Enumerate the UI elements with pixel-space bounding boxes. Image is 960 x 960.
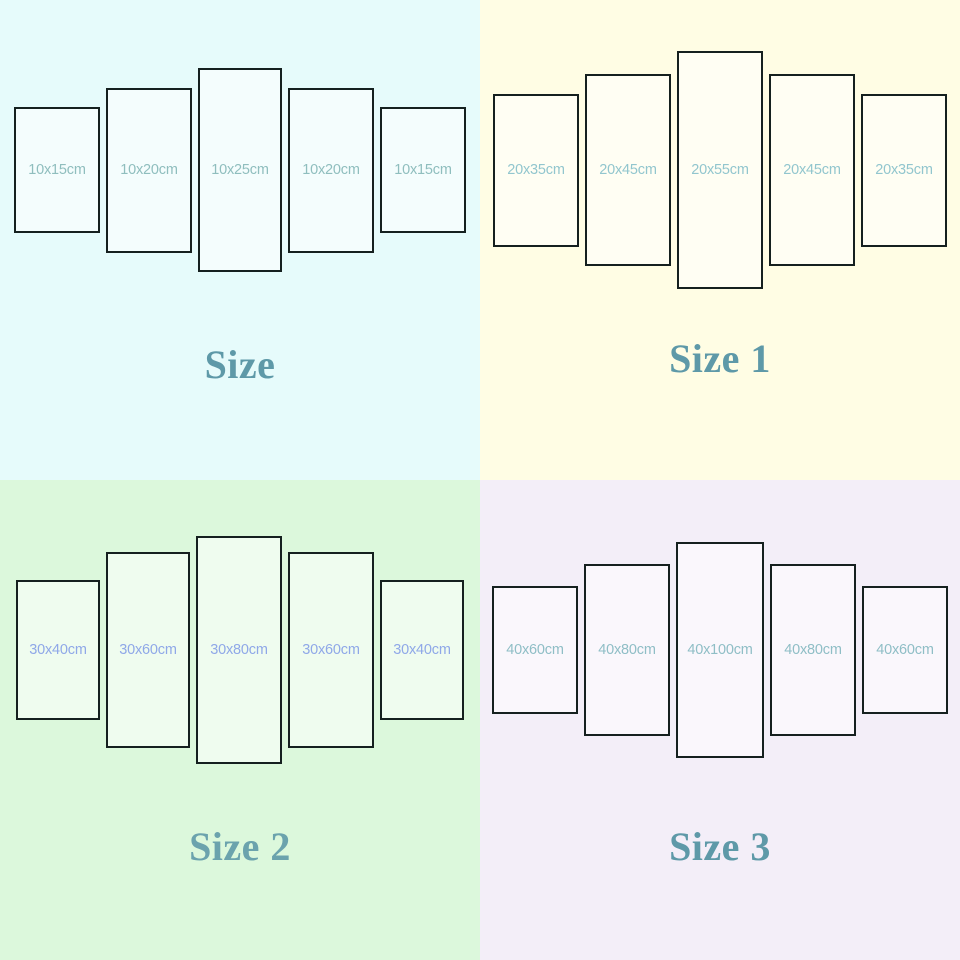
quadrant-heading: Size 2: [189, 824, 291, 869]
canvas-panel[interactable]: 40x80cm: [584, 564, 670, 736]
quadrant-heading: Size 3: [669, 824, 771, 869]
panel-group: 40x60cm 40x80cm 40x100cm 40x80cm 40x60cm: [480, 480, 960, 820]
canvas-panel[interactable]: 20x35cm: [861, 93, 947, 247]
panel-size-label: 10x20cm: [120, 161, 178, 178]
panel-size-label: 20x35cm: [507, 161, 565, 178]
panel-size-label: 40x60cm: [876, 641, 934, 658]
panel-size-label: 40x80cm: [784, 641, 842, 658]
canvas-panel[interactable]: 40x100cm: [676, 542, 764, 758]
canvas-panel[interactable]: 10x15cm: [14, 107, 100, 233]
canvas-panel[interactable]: 10x25cm: [198, 68, 282, 272]
canvas-panel[interactable]: 10x20cm: [288, 87, 374, 253]
panel-size-label: 40x80cm: [598, 641, 656, 658]
panel-group: 30x40cm 30x60cm 30x80cm 30x60cm 30x40cm: [0, 480, 480, 820]
panel-size-label: 30x60cm: [302, 641, 360, 658]
panel-size-label: 10x25cm: [211, 161, 269, 178]
panel-size-label: 40x60cm: [506, 641, 564, 658]
canvas-panel[interactable]: 20x45cm: [769, 74, 855, 266]
panel-size-label: 20x45cm: [783, 161, 841, 178]
panel-size-label: 30x60cm: [119, 641, 177, 658]
quadrant-heading: Size 1: [669, 336, 771, 381]
panel-size-label: 30x40cm: [29, 641, 87, 658]
canvas-panel[interactable]: 20x45cm: [585, 74, 671, 266]
canvas-panel[interactable]: 40x60cm: [492, 586, 578, 714]
panel-size-label: 20x35cm: [875, 161, 933, 178]
canvas-panel[interactable]: 40x80cm: [770, 564, 856, 736]
panel-size-label: 40x100cm: [687, 641, 753, 658]
canvas-panel[interactable]: 40x60cm: [862, 586, 948, 714]
canvas-panel[interactable]: 30x40cm: [380, 580, 464, 720]
panel-size-label: 10x20cm: [302, 161, 360, 178]
panel-size-label: 10x15cm: [28, 161, 86, 178]
panel-size-label: 30x80cm: [210, 641, 268, 658]
panel-group: 20x35cm 20x45cm 20x55cm 20x45cm 20x35cm: [480, 0, 960, 340]
panel-size-label: 10x15cm: [394, 161, 452, 178]
panel-size-label: 30x40cm: [393, 641, 451, 658]
canvas-panel[interactable]: 10x20cm: [106, 87, 192, 253]
panel-group: 10x15cm 10x20cm 10x25cm 10x20cm 10x15cm: [0, 0, 480, 340]
quadrant-heading: Size: [204, 342, 276, 387]
canvas-panel[interactable]: 20x35cm: [493, 93, 579, 247]
panel-size-label: 20x55cm: [691, 161, 749, 178]
canvas-panel[interactable]: 30x60cm: [288, 552, 374, 748]
canvas-panel[interactable]: 30x40cm: [16, 580, 100, 720]
canvas-panel[interactable]: 30x80cm: [196, 536, 282, 764]
canvas-panel[interactable]: 20x55cm: [677, 51, 763, 289]
panel-size-label: 20x45cm: [599, 161, 657, 178]
canvas-panel[interactable]: 10x15cm: [380, 107, 466, 233]
canvas-panel[interactable]: 30x60cm: [106, 552, 190, 748]
